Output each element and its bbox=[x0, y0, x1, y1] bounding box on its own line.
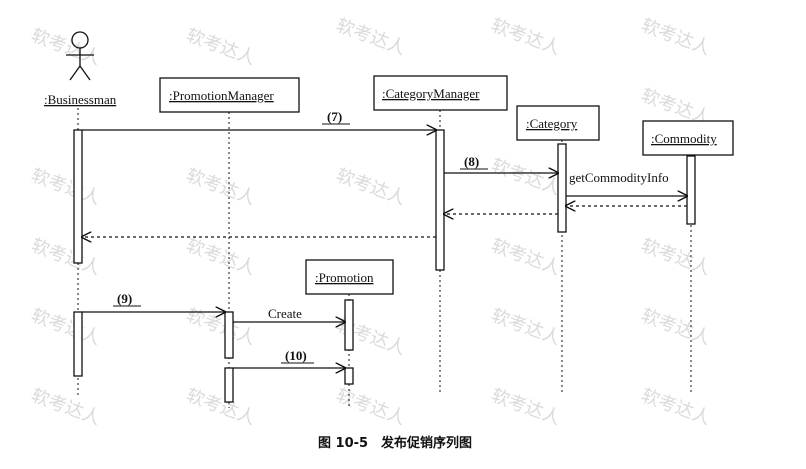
object-label: :Category bbox=[526, 116, 578, 131]
watermark: 软考达人 bbox=[333, 165, 408, 209]
object-box bbox=[516, 105, 600, 141]
activation-businessman-1 bbox=[73, 129, 83, 264]
watermark: 软考达人 bbox=[488, 305, 563, 349]
watermark-layer: 软考达人 软考达人 软考达人 软考达人 软考达人 软考达人 软考达人 软考达人 … bbox=[28, 15, 713, 429]
watermark: 软考达人 bbox=[183, 165, 258, 209]
watermark: 软考达人 bbox=[183, 385, 258, 429]
object-box bbox=[373, 75, 508, 111]
watermark: 软考达人 bbox=[333, 15, 408, 59]
messages bbox=[82, 130, 687, 368]
activation-promotion-manager-2 bbox=[224, 367, 234, 403]
object-category-manager: :CategoryManager bbox=[373, 75, 508, 111]
activations bbox=[73, 129, 696, 403]
watermark: 软考达人 bbox=[183, 25, 258, 69]
activation-businessman-2 bbox=[73, 311, 83, 377]
watermark: 软考达人 bbox=[488, 15, 563, 59]
watermark: 软考达人 bbox=[638, 235, 713, 279]
object-label: :CategoryManager bbox=[382, 86, 480, 101]
figure-caption: 图 10-5 发布促销序列图 bbox=[318, 435, 472, 451]
message-7-label: (7) bbox=[327, 109, 342, 124]
watermark: 软考达人 bbox=[488, 235, 563, 279]
object-commodity: :Commodity bbox=[642, 120, 734, 156]
actor-left-leg bbox=[69, 65, 81, 81]
message-get-commodity-info-label: getCommodityInfo bbox=[569, 170, 669, 185]
object-box bbox=[642, 120, 734, 156]
object-label: :PromotionManager bbox=[169, 88, 274, 103]
message-create-label: Create bbox=[268, 306, 302, 321]
object-box bbox=[305, 259, 394, 295]
actor-right-leg bbox=[79, 65, 91, 81]
message-labels: (7) (8) getCommodityInfo (9) Create (10) bbox=[113, 109, 669, 364]
object-label: :Commodity bbox=[651, 131, 717, 146]
watermark: 软考达人 bbox=[28, 165, 103, 209]
lifelines bbox=[77, 108, 692, 408]
watermark: 软考达人 bbox=[28, 235, 103, 279]
object-label: :Promotion bbox=[315, 270, 374, 285]
watermark: 软考达人 bbox=[638, 15, 713, 59]
watermark: 软考达人 bbox=[28, 385, 103, 429]
watermark: 软考达人 bbox=[333, 385, 408, 429]
watermark: 软考达人 bbox=[28, 25, 103, 69]
message-8-label: (8) bbox=[464, 154, 479, 169]
activation-promotion-1 bbox=[344, 299, 354, 351]
activation-category-manager bbox=[435, 129, 445, 271]
activation-category bbox=[557, 143, 567, 233]
object-promotion: :Promotion bbox=[305, 259, 394, 295]
watermark: 软考达人 bbox=[183, 235, 258, 279]
watermark: 软考达人 bbox=[638, 305, 713, 349]
actor-businessman: :Businessman bbox=[44, 31, 117, 107]
message-9-label: (9) bbox=[117, 291, 132, 306]
watermark: 软考达人 bbox=[488, 385, 563, 429]
object-category: :Category bbox=[516, 105, 600, 141]
message-10-label: (10) bbox=[285, 348, 307, 363]
watermark: 软考达人 bbox=[638, 385, 713, 429]
watermark: 软考达人 bbox=[488, 155, 563, 199]
activation-promotion-manager-1 bbox=[224, 311, 234, 359]
object-promotion-manager: :PromotionManager bbox=[159, 77, 300, 113]
activation-promotion-2 bbox=[344, 367, 354, 385]
activation-commodity bbox=[686, 155, 696, 225]
actor-label: :Businessman bbox=[44, 92, 117, 107]
